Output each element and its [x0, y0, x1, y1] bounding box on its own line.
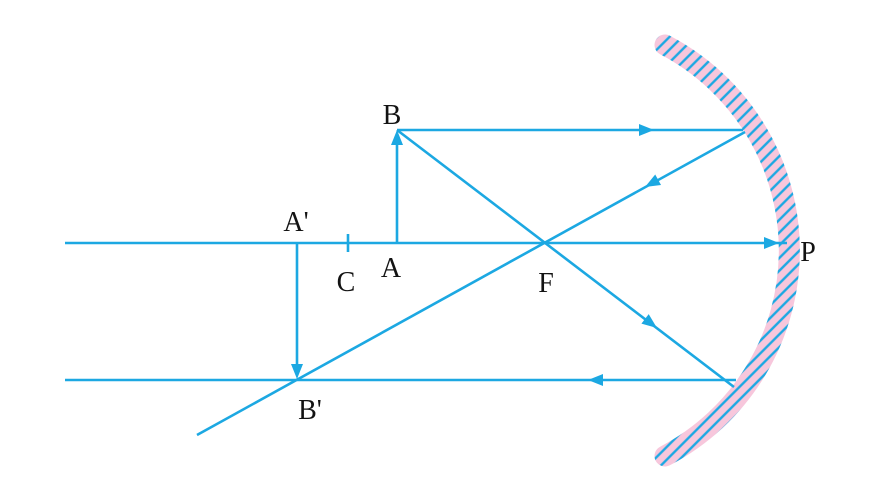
reflected-focal-arrow — [645, 174, 662, 187]
rays-and-axes — [65, 128, 787, 437]
label-A-prime: A' — [283, 207, 308, 238]
incident-ray-through-focus — [396, 128, 735, 389]
label-B-prime: B' — [298, 395, 322, 426]
axis-arrow-at-pole — [764, 237, 779, 249]
label-F: F — [538, 268, 554, 299]
label-B: B — [383, 100, 402, 131]
object-tip-arrow — [391, 130, 403, 145]
concave-mirror-hatching — [654, 34, 800, 467]
concave-mirror — [654, 34, 800, 467]
arrowheads — [291, 124, 779, 386]
label-P: P — [800, 237, 816, 268]
incident-focal-arrow — [641, 314, 657, 328]
image-tip-arrow — [291, 364, 303, 379]
label-C: C — [337, 267, 356, 298]
reflected-ray-through-focus — [196, 130, 746, 437]
incident-parallel-arrow — [639, 124, 654, 136]
label-A: A — [381, 253, 402, 284]
reflected-bottom-arrow — [588, 374, 603, 386]
